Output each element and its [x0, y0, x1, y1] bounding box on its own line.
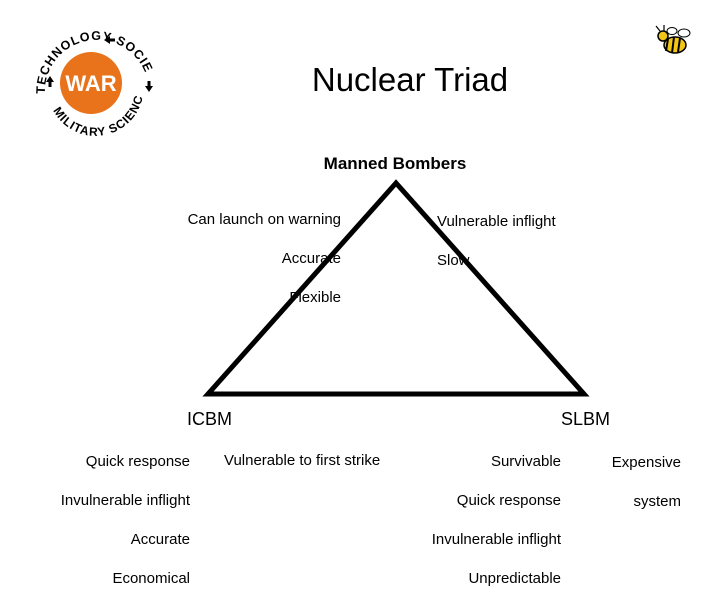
bombers-pros-list: Can launch on warning Accurate Flexible: [150, 190, 341, 327]
list-item: Vulnerable to first strike: [224, 451, 381, 469]
slide-title: Nuclear Triad: [311, 61, 509, 98]
vertex-label-slbm: SLBM: [561, 409, 611, 429]
list-item: Slow: [437, 251, 470, 269]
list-item: Can launch on warning: [187, 210, 341, 228]
list-item: Expensive: [611, 453, 681, 471]
list-item: Flexible: [289, 288, 341, 306]
list-item: Unpredictable: [468, 569, 561, 587]
triad-triangle: [202, 179, 590, 397]
list-item: Vulnerable inflight: [437, 212, 556, 230]
list-item: Survivable: [490, 452, 561, 470]
logo-center-circle: [60, 52, 122, 114]
vertex-label-icbm: ICBM: [187, 409, 232, 429]
logo-center-text: WAR: [65, 71, 116, 96]
icbm-pros-list: Quick response Invulnerable inflight Acc…: [20, 432, 190, 608]
list-item: Accurate: [130, 530, 190, 548]
icbm-cons-list: Vulnerable to first strike: [224, 431, 424, 490]
slbm-cons-list: Expensive system: [590, 433, 681, 531]
list-item: Quick response: [85, 452, 190, 470]
bombers-cons-list: Vulnerable inflight Slow: [437, 192, 637, 290]
slbm-pros-list: Survivable Quick response Invulnerable i…: [380, 432, 561, 608]
list-item: Quick response: [456, 491, 561, 509]
logo-emblem: TECHNOLOGY SOCIETY MILITARY SCIENCE WAR: [0, 0, 691, 397]
list-item: Economical: [112, 569, 190, 587]
list-item: Invulnerable inflight: [431, 530, 561, 548]
list-item: system: [633, 492, 681, 510]
yellow-jacket-bee-icon: [655, 25, 691, 54]
list-item: Invulnerable inflight: [60, 491, 190, 509]
list-item: Accurate: [281, 249, 341, 267]
logo-ring-arrow-icon: [46, 36, 153, 92]
vertex-label-bombers: Manned Bombers: [323, 154, 467, 173]
